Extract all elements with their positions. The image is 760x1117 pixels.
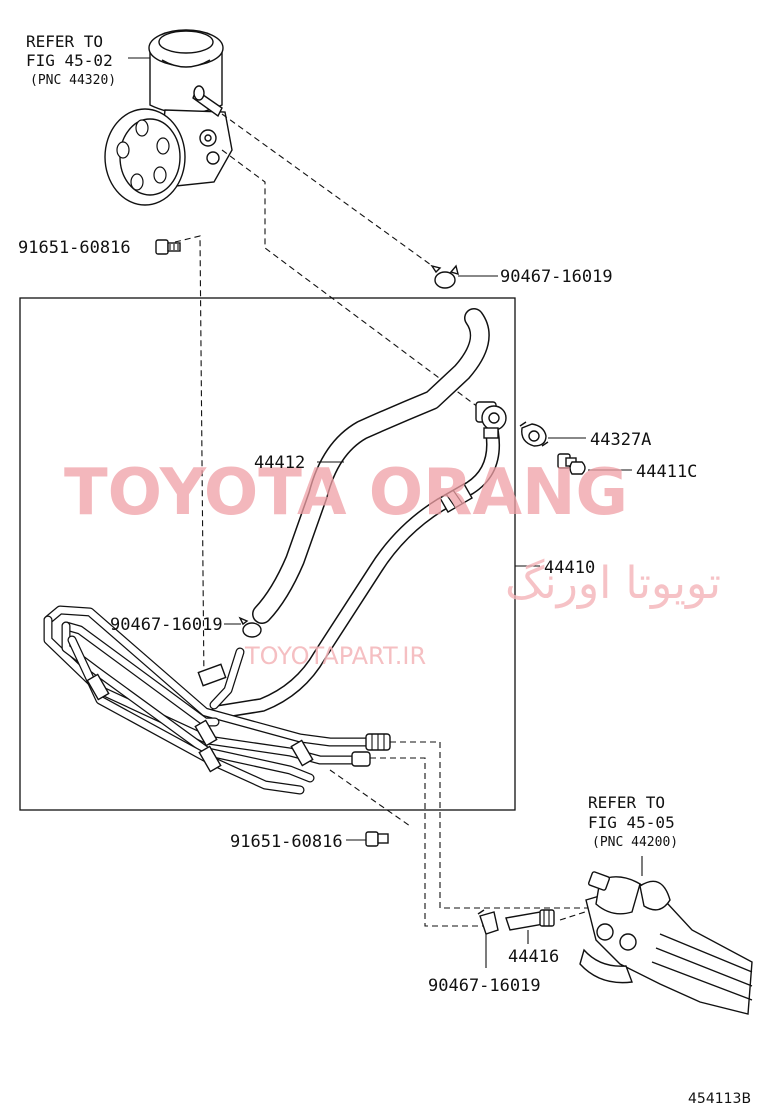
ref-gear-line3: (PNC 44200) bbox=[592, 835, 678, 850]
dash-return-nipple bbox=[221, 113, 439, 271]
hose-44412-part bbox=[252, 308, 490, 624]
ref-pump-line3: (PNC 44320) bbox=[30, 73, 116, 88]
hose-44416-part bbox=[505, 909, 555, 931]
dash-bolt-top bbox=[174, 235, 205, 686]
union-bolt-44411c-part bbox=[557, 453, 586, 475]
dash-pressure-line bbox=[221, 149, 483, 411]
bolt-top-part bbox=[155, 239, 181, 255]
label-44411c: 44411C bbox=[636, 462, 697, 482]
ref-pump-line1: REFER TO bbox=[26, 32, 103, 51]
dash-return-to-gear bbox=[370, 757, 488, 927]
power-steering-pump bbox=[104, 29, 233, 206]
label-44410: 44410 bbox=[544, 558, 595, 578]
ref-gear-line2: FIG 45-05 bbox=[588, 813, 675, 832]
pressure-tube-part bbox=[211, 401, 507, 719]
watermark-brand: TOYOTA ORANG bbox=[64, 456, 628, 530]
gasket-44327a-part bbox=[519, 421, 549, 447]
dash-bolt-bottom bbox=[329, 769, 411, 827]
label-clamp-mid: 90467-16019 bbox=[110, 615, 223, 635]
label-clamp-top: 90467-16019 bbox=[500, 267, 613, 287]
label-44412: 44412 bbox=[254, 453, 305, 473]
label-44327a: 44327A bbox=[590, 430, 651, 450]
oil-cooler-part bbox=[43, 605, 391, 795]
bolt-bottom-part bbox=[365, 831, 389, 847]
watermark-persian: تویوتا اورنگ bbox=[505, 558, 721, 609]
label-44416: 44416 bbox=[508, 947, 559, 967]
label-bolt-top: 91651-60816 bbox=[18, 238, 131, 258]
dash-44416 bbox=[559, 911, 586, 921]
clamp-top-part bbox=[430, 264, 459, 289]
watermark-url: TOYOTAPART.IR bbox=[244, 642, 426, 670]
assembly-frame bbox=[19, 297, 516, 811]
steering-gear bbox=[579, 856, 753, 1015]
ref-gear-line1: REFER TO bbox=[588, 793, 665, 812]
dash-pressure-to-gear bbox=[390, 741, 590, 909]
clamp-mid-part bbox=[238, 616, 262, 638]
ref-pump-line2: FIG 45-02 bbox=[26, 51, 113, 70]
figure-code: 454113B bbox=[688, 1091, 751, 1107]
label-clamp-bottom: 90467-16019 bbox=[428, 976, 541, 996]
clamp-bottom-part bbox=[477, 909, 499, 935]
label-bolt-bottom: 91651-60816 bbox=[230, 832, 343, 852]
